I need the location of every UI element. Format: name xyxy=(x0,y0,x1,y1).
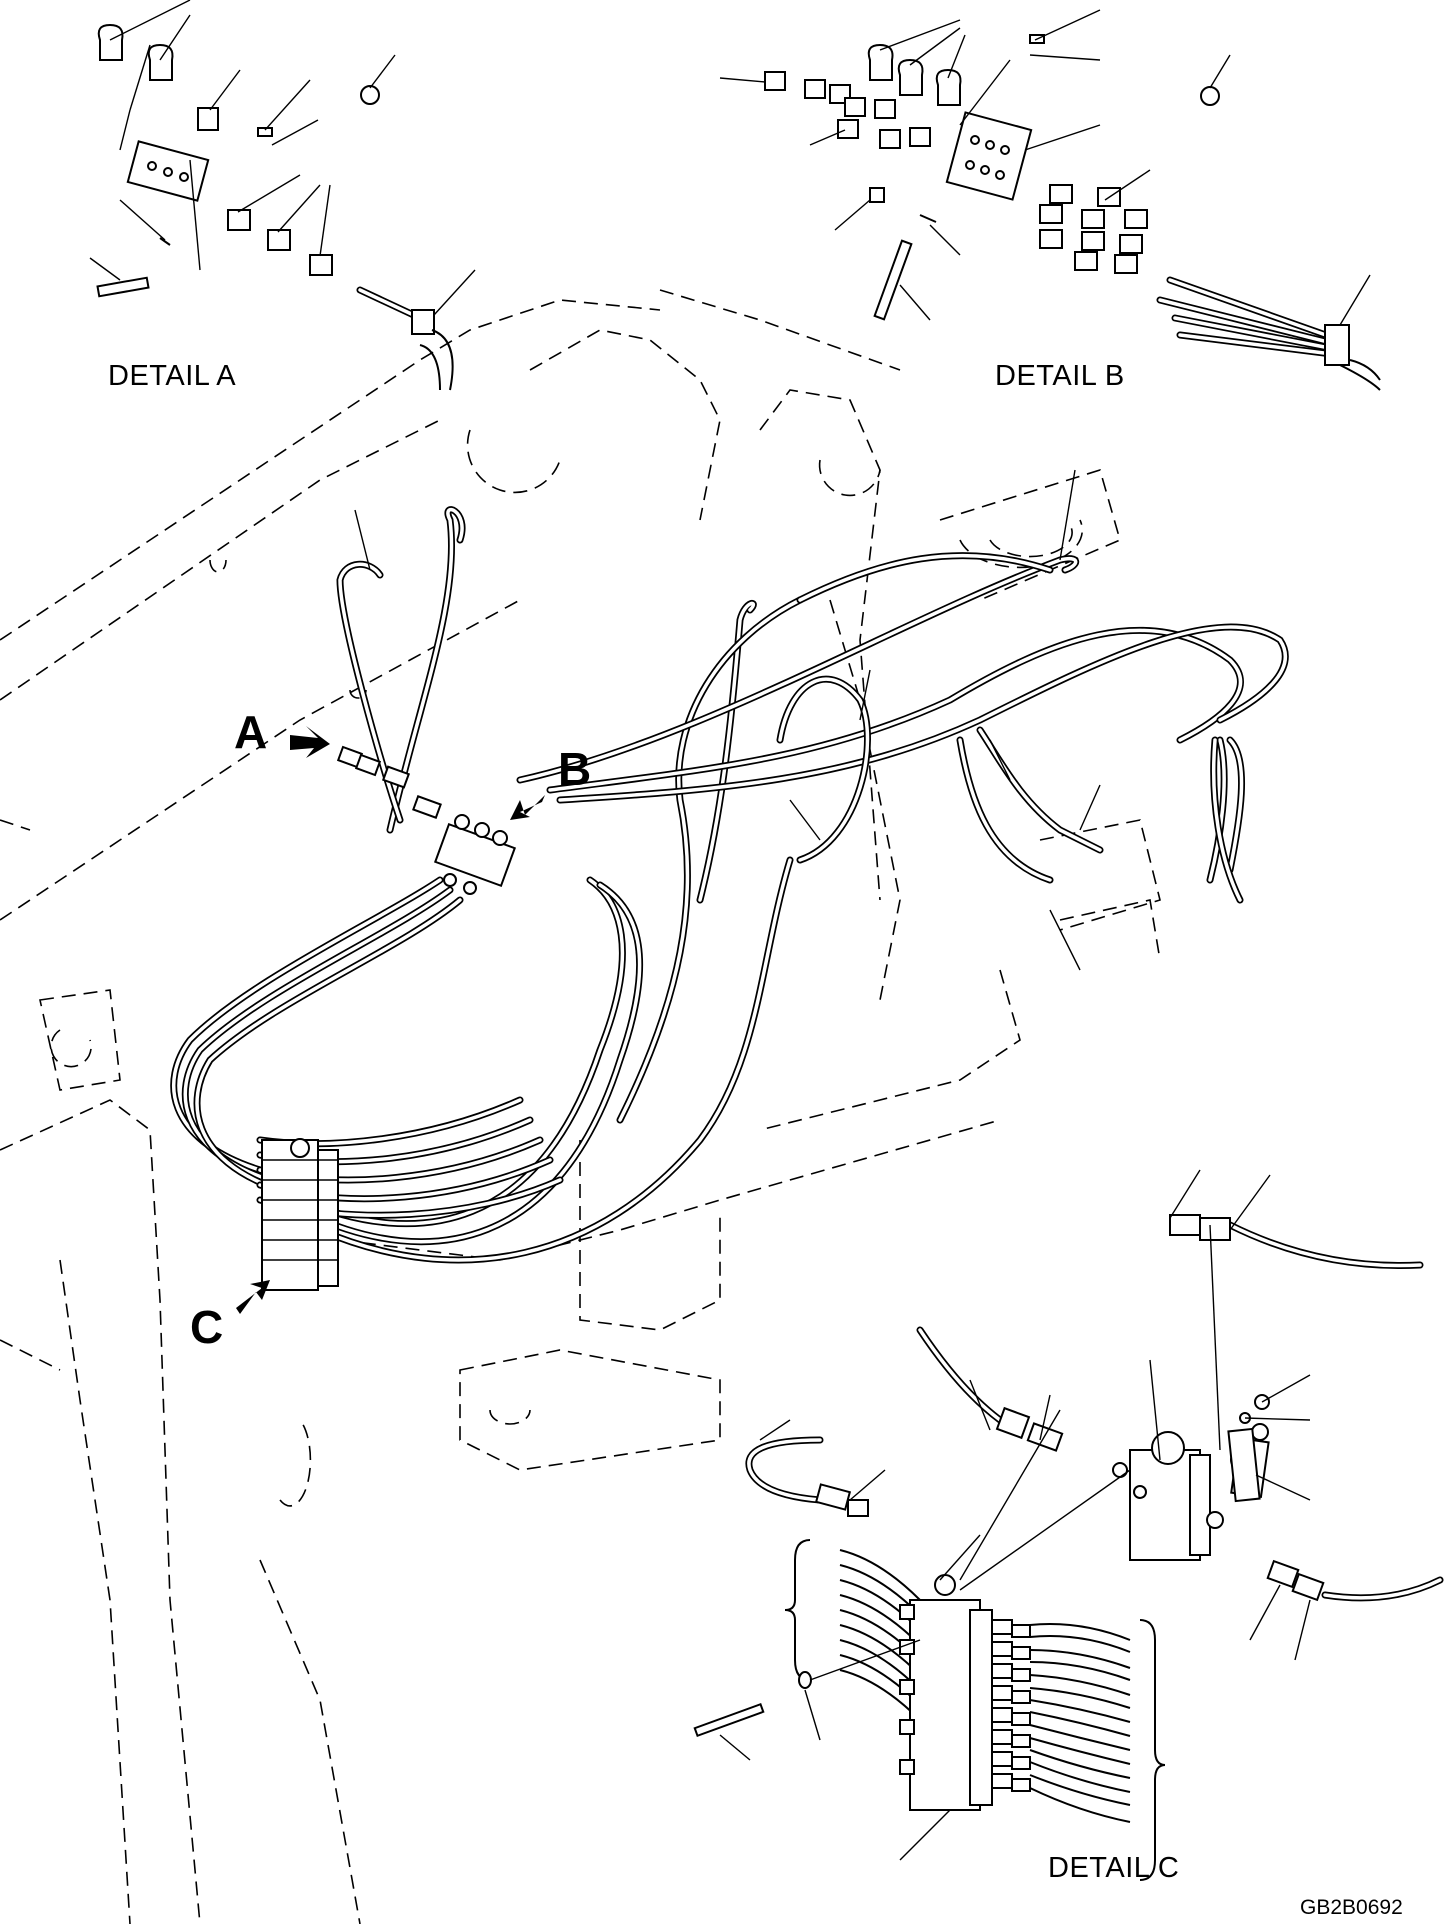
detail-b-label: DETAIL B xyxy=(995,360,1125,392)
drawing-code: GB2B0692 xyxy=(1300,1896,1403,1919)
detail-c-label: DETAIL C xyxy=(1048,1852,1180,1884)
callout-a-label: A xyxy=(234,706,268,758)
callout-c-label: C xyxy=(190,1301,224,1353)
distributor-block-b xyxy=(433,814,517,895)
main-leader-lines xyxy=(354,469,1101,971)
distributor-block-c xyxy=(261,1138,339,1291)
detail-a-drawing xyxy=(89,0,476,391)
main-hose-harness xyxy=(170,506,1289,1264)
detail-a-label: DETAIL A xyxy=(108,360,237,392)
callout-b-label: B xyxy=(558,743,592,795)
machine-frame xyxy=(0,289,1161,1925)
detail-b-drawing xyxy=(719,9,1381,391)
fitting-group-a xyxy=(336,745,442,819)
callout-arrows xyxy=(236,726,545,1314)
detail-c-drawing xyxy=(693,1169,1444,1881)
